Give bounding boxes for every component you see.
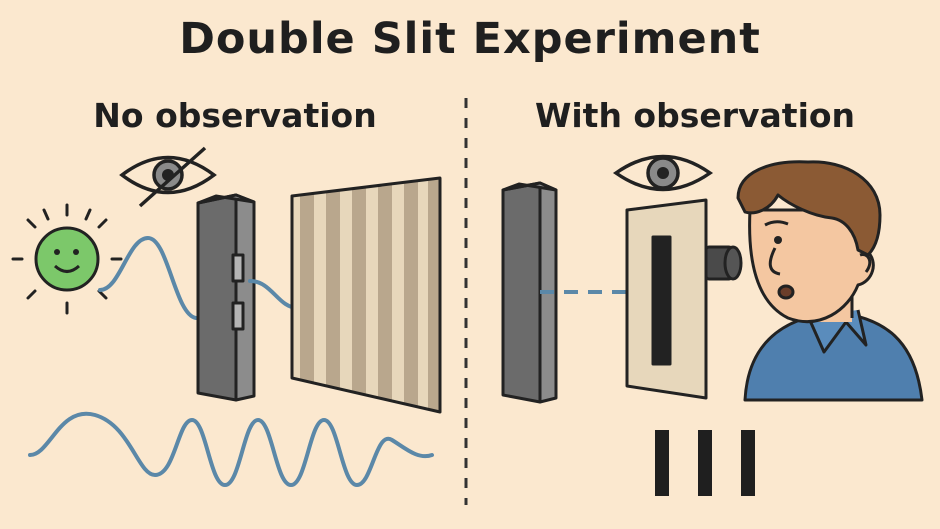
- lower-slit: [231, 301, 245, 331]
- right-panel-label: With observation: [534, 96, 856, 135]
- pattern-bar-2: [698, 430, 712, 496]
- diagram-title: Double Slit Experiment: [179, 14, 761, 64]
- crossed-eye-icon: [119, 146, 217, 208]
- hair: [736, 160, 882, 257]
- left-panel-label: No observation: [93, 96, 377, 135]
- pattern-bar-1: [655, 430, 669, 496]
- interference-screen: [290, 176, 442, 414]
- double-slit-barrier: [196, 193, 256, 402]
- detector-screen: [625, 198, 708, 400]
- person-eye: [774, 236, 782, 244]
- nose: [768, 247, 781, 276]
- incoming-light-wave: [98, 235, 198, 320]
- single-band: [651, 235, 672, 366]
- eye-icon: [612, 154, 714, 192]
- particle-pattern: [655, 430, 755, 496]
- ear: [859, 252, 872, 273]
- interference-fringes: [300, 178, 440, 412]
- pattern-bar-3: [741, 430, 755, 496]
- observer-person: [736, 160, 924, 402]
- upper-slit: [231, 253, 245, 283]
- mouth: [777, 284, 795, 300]
- wave-pattern: [28, 411, 434, 488]
- sun-icon: [11, 203, 123, 315]
- observation-device: [704, 245, 743, 281]
